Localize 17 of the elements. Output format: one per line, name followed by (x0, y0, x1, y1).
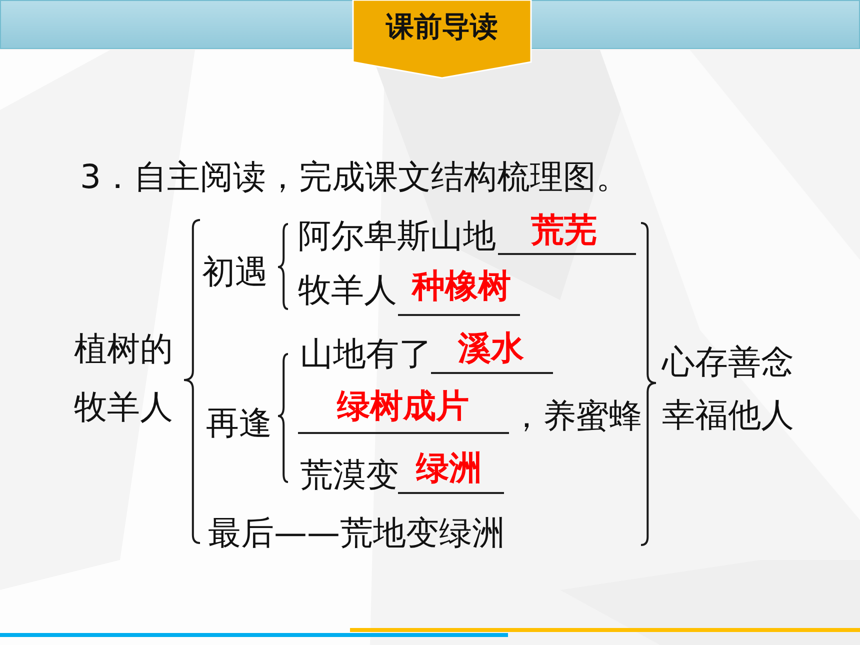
answer-text: 荒芜 (531, 213, 597, 246)
item-text: 荒漠变 (300, 458, 399, 491)
summary-text: 心存善念幸福他人 (662, 341, 795, 436)
item-text: 山地有了 (300, 337, 432, 370)
item-text: 牧羊人 (298, 273, 397, 306)
section-label: 最后——荒地变绿洲 (208, 516, 505, 549)
topic-text: 植树的牧羊人 (74, 328, 174, 428)
item-text: ，养蜜蜂 (510, 399, 642, 432)
item-text: 阿尔卑斯山地 (298, 219, 496, 252)
answer-text: 种橡树 (412, 269, 511, 302)
answer-text: 绿树成片 (337, 389, 469, 422)
section-banner: 课前导读 (352, 0, 532, 79)
instruction-text: 3．自主阅读，完成课文结构梳理图。 (80, 160, 629, 193)
answer-text: 绿洲 (416, 451, 482, 484)
section-label: 初遇 (202, 255, 268, 288)
answer-text: 溪水 (458, 331, 524, 364)
section-label: 再逢 (206, 406, 272, 439)
